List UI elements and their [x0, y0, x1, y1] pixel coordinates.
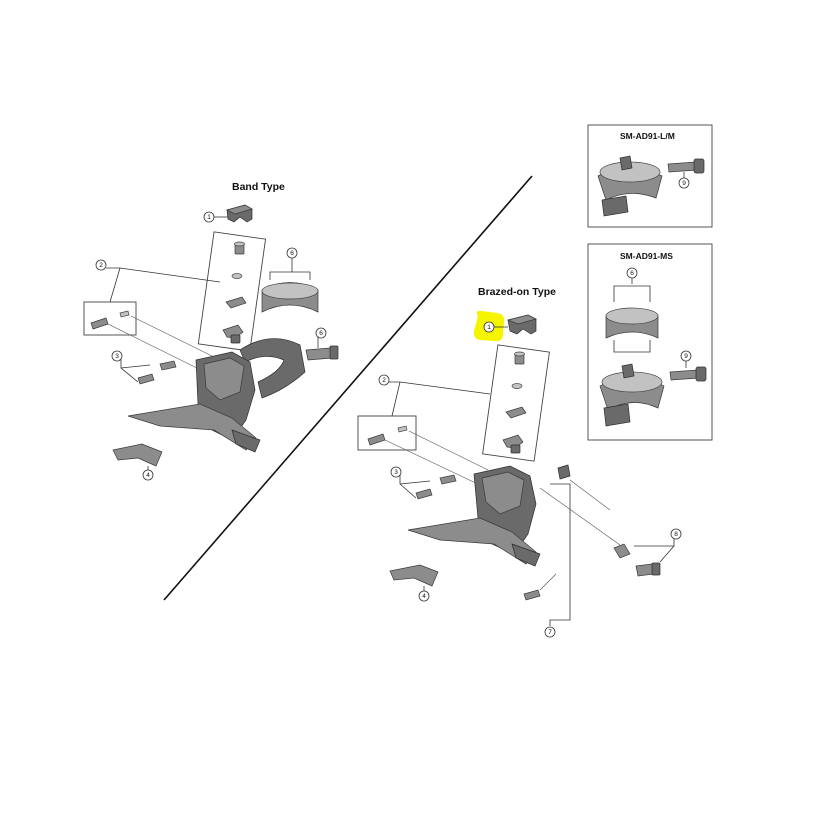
bolt-set-box-band [197, 231, 267, 352]
cable-cover-part-brazed [506, 314, 537, 335]
svg-text:9: 9 [682, 180, 686, 187]
adapter-ms-clamp [599, 363, 707, 427]
mount-bolt-part [613, 543, 661, 577]
bolt-set-parts-brazed [502, 351, 527, 454]
brazed-on-type-title: Brazed-on Type [478, 286, 556, 298]
svg-text:6: 6 [319, 330, 323, 337]
svg-text:9: 9 [684, 353, 688, 360]
svg-text:1: 1 [207, 214, 211, 221]
bolt-set-parts-band [222, 241, 247, 344]
adjust-screw-box-band [83, 301, 137, 336]
cable-cover-part [226, 204, 253, 223]
callout-9-lm: 9 [678, 177, 690, 189]
callout-1-band: 1 [203, 211, 215, 223]
band-clamp-part [239, 282, 339, 399]
callout-7: 7 [544, 626, 556, 638]
pivot-pins-band [137, 360, 177, 385]
svg-text:3: 3 [394, 469, 398, 476]
support-bolt-part [523, 573, 557, 601]
svg-text:1: 1 [487, 324, 491, 331]
adjust-screws-brazed [367, 425, 489, 487]
adapter-lm-title: SM-AD91-L/M [620, 131, 675, 141]
svg-text:3: 3 [115, 353, 119, 360]
callout-2-band: 2 [95, 259, 107, 271]
derailleur-body-band [112, 351, 261, 467]
callout-6-ms: 6 [626, 267, 638, 279]
callout-2-brazed: 2 [378, 374, 390, 386]
callout-8: 8 [670, 528, 682, 540]
callout-9-ms: 9 [680, 350, 692, 362]
svg-text:2: 2 [382, 377, 386, 384]
adapter-lm-box [587, 124, 713, 228]
adapter-ms-shim [605, 307, 659, 339]
band-type-title: Band Type [232, 181, 285, 193]
bolt-set-box-brazed [482, 344, 550, 462]
highlighted-callout-1: 1 [473, 310, 505, 342]
adapter-ms-title: SM-AD91-MS [620, 251, 673, 261]
svg-text:2: 2 [99, 262, 103, 269]
callout-4-band: 4 [142, 469, 154, 481]
adjust-screws-band [90, 310, 213, 373]
callout-6b-band: 6 [315, 327, 327, 339]
svg-text:6: 6 [290, 250, 294, 257]
callout-4-brazed: 4 [418, 590, 430, 602]
svg-text:4: 4 [146, 472, 150, 479]
svg-text:8: 8 [674, 531, 678, 538]
adapter-lm-clamp [597, 155, 705, 217]
callout-6-band: 6 [286, 247, 298, 259]
svg-text:4: 4 [422, 593, 426, 600]
pivot-pins-brazed [415, 474, 457, 500]
callout-3-band: 3 [111, 350, 123, 362]
callout-3-brazed: 3 [390, 466, 402, 478]
svg-text:7: 7 [548, 629, 552, 636]
derailleur-body-brazed [389, 464, 571, 587]
divider-line [163, 175, 533, 601]
adapter-ms-box [587, 243, 713, 441]
svg-text:6: 6 [630, 270, 634, 277]
adjust-screw-box-brazed [357, 415, 417, 451]
